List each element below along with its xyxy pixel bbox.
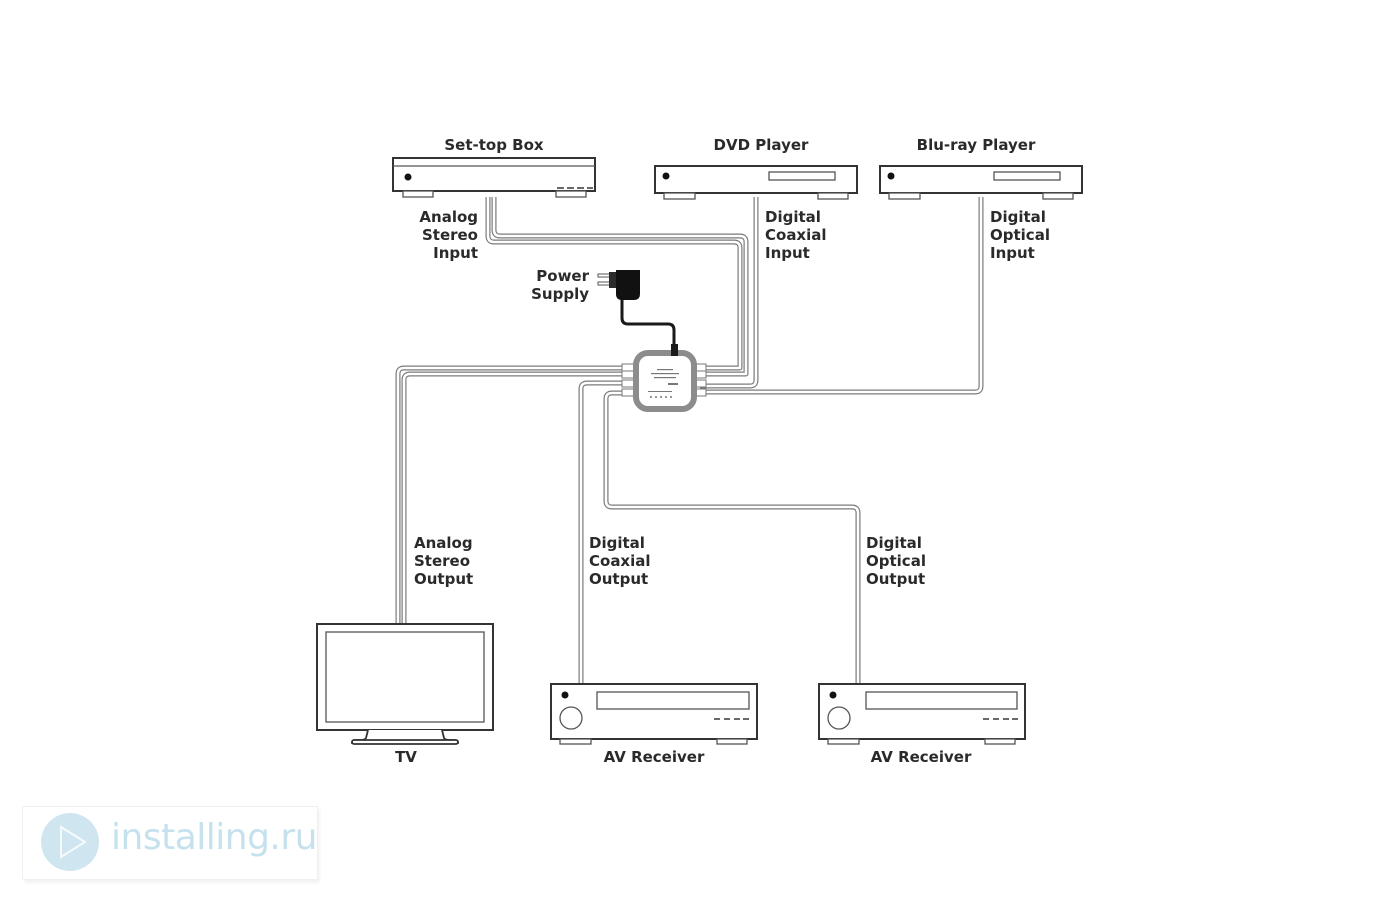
audio-converter [621, 344, 707, 412]
av-receiver-2-label: AV Receiver [871, 748, 972, 766]
analog-output-line-1: Analog [414, 534, 473, 552]
dvd-player-device [654, 165, 858, 200]
optical-input-line-2: Optical [990, 226, 1050, 244]
set-top-box-device [392, 157, 596, 198]
power-label-line-1: Power [536, 267, 589, 285]
power-adapter-icon [597, 270, 640, 300]
set-top-box-label: Set-top Box [444, 136, 544, 154]
analog-input-line-1: Analog [419, 208, 478, 226]
optical-output-line-3: Output [866, 570, 925, 588]
power-cable [620, 296, 676, 350]
cable-optical-input [700, 197, 984, 395]
coaxial-output-label: Digital Coaxial Output [589, 534, 651, 588]
cables [395, 197, 984, 684]
converter-faceplate-text [648, 369, 679, 398]
coaxial-input-line-1: Digital [765, 208, 821, 226]
cable-coaxial-output [578, 380, 628, 684]
av-receiver-2-device [818, 683, 1026, 745]
bluray-player-device [879, 165, 1083, 200]
coaxial-input-line-3: Input [765, 244, 810, 262]
cable-analog-input [485, 197, 749, 377]
cable-analog-output [395, 365, 628, 624]
watermark-text: installing.ru [111, 817, 317, 858]
coaxial-input-label: Digital Coaxial Input [765, 208, 827, 262]
coaxial-output-line-2: Coaxial [589, 552, 651, 570]
watermark-logo [41, 813, 99, 871]
power-label-line-2: Supply [531, 285, 589, 303]
analog-input-line-3: Input [433, 244, 478, 262]
converter-body [633, 350, 697, 412]
bluray-player-label: Blu-ray Player [917, 136, 1036, 154]
analog-output-line-3: Output [414, 570, 473, 588]
optical-output-line-1: Digital [866, 534, 922, 552]
watermark: installing.ru [22, 806, 318, 880]
tv-label: TV [395, 748, 417, 766]
optical-output-label: Digital Optical Output [866, 534, 926, 588]
analog-input-line-2: Stereo [422, 226, 478, 244]
av-receiver-1-device [550, 683, 758, 745]
cable-optical-output [603, 390, 861, 684]
coaxial-input-line-2: Coaxial [765, 226, 827, 244]
dvd-player-label: DVD Player [714, 136, 809, 154]
analog-output-label: Analog Stereo Output [414, 534, 473, 588]
coaxial-output-line-3: Output [589, 570, 648, 588]
optical-input-line-1: Digital [990, 208, 1046, 226]
cable-coaxial-input [700, 197, 759, 389]
optical-output-line-2: Optical [866, 552, 926, 570]
coaxial-output-line-1: Digital [589, 534, 645, 552]
analog-input-label: Analog Stereo Input [419, 208, 478, 262]
tv-device [316, 623, 494, 745]
av-receiver-1-label: AV Receiver [604, 748, 705, 766]
optical-input-label: Digital Optical Input [990, 208, 1050, 262]
analog-output-line-2: Stereo [414, 552, 470, 570]
converter-power-plug [671, 344, 678, 356]
optical-input-line-3: Input [990, 244, 1035, 262]
play-logo-icon [60, 825, 87, 859]
